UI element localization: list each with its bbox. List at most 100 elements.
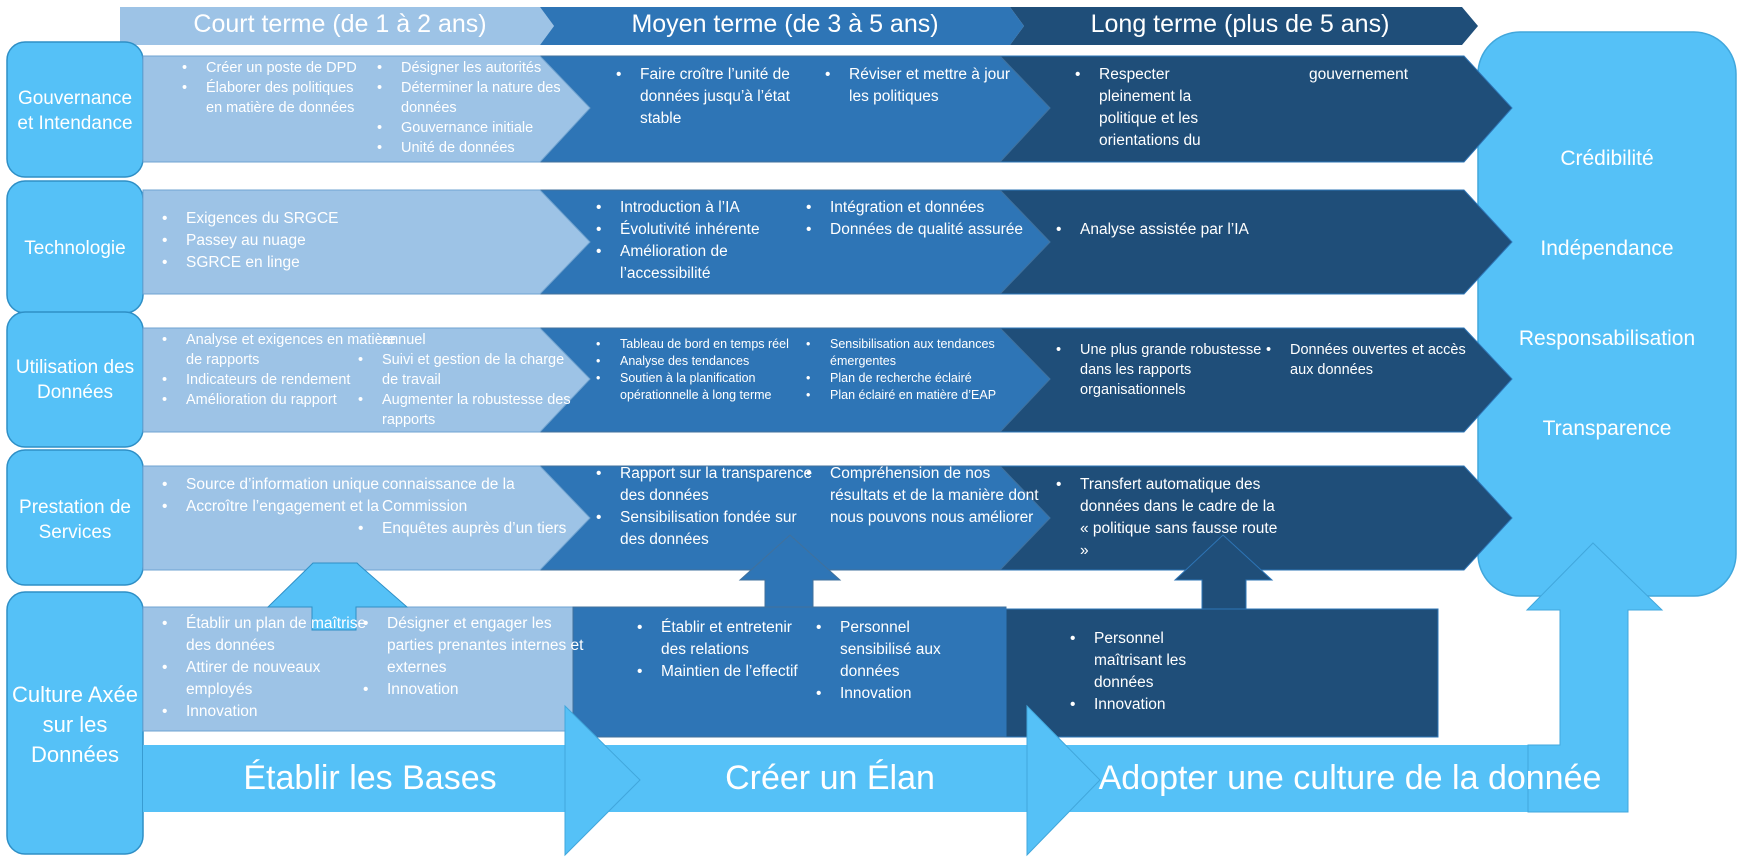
- list-utilisation-moyen-b: Sensibilisation aux tendances émergentes…: [804, 336, 1040, 404]
- list-item: Données de qualité assurée: [806, 219, 1045, 241]
- list-item: Maintien de l’effectif: [637, 661, 806, 683]
- category-utilisation: Utilisation des Données: [15, 357, 135, 403]
- list-item: Élaborer des politiques en matière de do…: [182, 78, 366, 118]
- pillar-responsabilisation: Responsabilisation: [1518, 327, 1696, 350]
- list-item: Désigner les autorités: [377, 58, 581, 78]
- header-long-chevron: [1010, 7, 1478, 45]
- list-technologie-court-a: Exigences du SRGCEPassey au nuageSGRCE e…: [160, 208, 426, 274]
- list-item: Personnel maîtrisant les données: [1070, 628, 1234, 694]
- list-item: Établir et entretenir des relations: [637, 617, 806, 661]
- list-item: Personnel sensibilisé aux données: [816, 617, 985, 683]
- list-item: Augmenter la robustesse des rapports: [358, 390, 582, 430]
- list-item: Analyse et exigences en matière de rappo…: [162, 330, 396, 370]
- list-item: Respecter pleinement la politique et les…: [1075, 64, 1249, 152]
- header-court-label: Court terme (de 1 à 2 ans): [193, 10, 487, 38]
- list-technologie-moyen-b: Intégration et donnéesDonnées de qualité…: [804, 197, 1045, 241]
- list-item: Transfert automatique des données dans l…: [1056, 474, 1280, 562]
- list-item: Innovation: [363, 679, 592, 701]
- list-technologie-long-a: Analyse assistée par l’IA: [1054, 219, 1280, 241]
- list-item: Innovation: [162, 701, 381, 723]
- list-item: Faire croître l’unité de données jusqu’à…: [616, 64, 825, 130]
- row-technologie-long: [998, 189, 1513, 295]
- category-culture: Culture Axée sur les Données: [12, 682, 138, 767]
- list-item: Analyse assistée par l’IA: [1056, 219, 1280, 241]
- banner-band: [143, 745, 1628, 812]
- category-technologie: Technologie: [24, 237, 126, 259]
- list-item: Innovation: [816, 683, 985, 705]
- list-item: Intégration et données: [806, 197, 1045, 219]
- list-item: Évolutivité inhérente: [596, 219, 820, 241]
- list-item: SGRCE en linge: [162, 252, 426, 274]
- prestation-court-continuation: connaissance de la Commission: [382, 476, 515, 515]
- list-item: Créer un poste de DPD: [182, 58, 366, 78]
- list-item: Plan éclairé en matière d’EAP: [806, 387, 1040, 404]
- banner-up-arrow: [1525, 542, 1664, 813]
- list-item: Soutien à la planification opérationnell…: [596, 370, 820, 404]
- list-culture-court-a: Établir un plan de maîtrise des donnéesA…: [160, 613, 381, 723]
- list-item: Suivi et gestion de la charge de travail: [358, 350, 582, 390]
- list-culture-moyen-b: Personnel sensibilisé aux donnéesInnovat…: [814, 617, 985, 705]
- list-item: Sensibilisation fondée sur des données: [596, 507, 820, 551]
- list-item: Compréhension de nos résultats et de la …: [806, 463, 1040, 529]
- pillar-credibilite: Crédibilité: [1560, 147, 1654, 170]
- header-moyen-label: Moyen terme (de 3 à 5 ans): [631, 10, 939, 38]
- category-prestation: Prestation de Services: [19, 497, 131, 543]
- list-item: Enquêtes auprès d’un tiers: [358, 518, 582, 540]
- list-culture-court-b: Désigner et engager les parties prenante…: [361, 613, 592, 701]
- banner-bases: Établir les Bases: [243, 759, 497, 797]
- banner-arrowhead-1: [564, 704, 641, 857]
- list-item: Rapport sur la transparence des données: [596, 463, 820, 507]
- list-gouvernance-court-a: Créer un poste de DPDÉlaborer des politi…: [180, 58, 366, 118]
- list-item: Indicateurs de rendement: [162, 370, 396, 390]
- header-moyen-chevron: [540, 7, 1024, 45]
- list-item: Introduction à l’IA: [596, 197, 820, 219]
- banner-arrowhead-2: [1026, 704, 1101, 857]
- list-item: Source d’information unique: [162, 474, 386, 496]
- list-prestation-court-b: Enquêtes auprès d’un tiers: [356, 518, 582, 540]
- gouvernance-long-continuation: gouvernement: [1309, 66, 1409, 83]
- list-item: Réviser et mettre à jour les politiques: [825, 64, 1029, 108]
- list-gouvernance-long-a: Respecter pleinement la politique et les…: [1073, 64, 1249, 152]
- list-item: Innovation: [1070, 694, 1234, 716]
- pillar-transparence: Transparence: [1542, 417, 1672, 440]
- list-utilisation-court-b: Suivi et gestion de la charge de travail…: [356, 350, 582, 430]
- list-gouvernance-moyen-a: Faire croître l’unité de données jusqu’à…: [614, 64, 825, 130]
- list-item: Attirer de nouveaux employés: [162, 657, 381, 701]
- list-item: Amélioration du rapport: [162, 390, 396, 410]
- list-item: Désigner et engager les parties prenante…: [363, 613, 592, 679]
- list-item: Amélioration de l’accessibilité: [596, 241, 820, 285]
- list-utilisation-moyen-a: Tableau de bord en temps réelAnalyse des…: [594, 336, 820, 404]
- list-gouvernance-court-b: Désigner les autoritésDéterminer la natu…: [375, 58, 581, 158]
- list-item: Analyse des tendances: [596, 353, 820, 370]
- utilisation-court-continuation: annuel: [382, 332, 426, 348]
- category-gouvernance: Gouvernance et Intendance: [17, 88, 133, 134]
- list-utilisation-long-b: Données ouvertes et accès aux données: [1264, 340, 1470, 380]
- list-item: Tableau de bord en temps réel: [596, 336, 820, 353]
- list-item: Plan de recherche éclairé: [806, 370, 1040, 387]
- list-culture-long-a: Personnel maîtrisant les donnéesInnovati…: [1068, 628, 1234, 716]
- pillar-independance: Indépendance: [1540, 237, 1674, 260]
- header-long-label: Long terme (plus de 5 ans): [1090, 10, 1390, 38]
- list-prestation-moyen-a: Rapport sur la transparence des donnéesS…: [594, 463, 820, 551]
- list-item: Déterminer la nature des données: [377, 78, 581, 118]
- list-item: Unité de données: [377, 138, 581, 158]
- list-item: Accroître l’engagement et la: [162, 496, 386, 518]
- list-utilisation-long-a: Une plus grande robustesse dans les rapp…: [1054, 340, 1280, 400]
- list-prestation-long-a: Transfert automatique des données dans l…: [1054, 474, 1280, 562]
- list-culture-moyen-a: Établir et entretenir des relationsMaint…: [635, 617, 806, 683]
- up-arrow-moyen: [738, 534, 842, 608]
- banner-adopter: Adopter une culture de la donnée: [1098, 759, 1602, 797]
- list-item: Données ouvertes et accès aux données: [1266, 340, 1470, 380]
- list-prestation-moyen-b: Compréhension de nos résultats et de la …: [804, 463, 1040, 529]
- list-item: Gouvernance initiale: [377, 118, 581, 138]
- list-item: Exigences du SRGCE: [162, 208, 426, 230]
- list-utilisation-court-a: Analyse et exigences en matière de rappo…: [160, 330, 396, 410]
- list-item: Établir un plan de maîtrise des données: [162, 613, 381, 657]
- list-gouvernance-moyen-b: Réviser et mettre à jour les politiques: [823, 64, 1029, 108]
- list-item: Sensibilisation aux tendances émergentes: [806, 336, 1040, 370]
- list-prestation-court-a: Source d’information uniqueAccroître l’e…: [160, 474, 386, 518]
- list-item: Passey au nuage: [162, 230, 426, 252]
- values-pillar-box: [1477, 31, 1737, 597]
- list-technologie-moyen-a: Introduction à l’IAÉvolutivité inhérente…: [594, 197, 820, 285]
